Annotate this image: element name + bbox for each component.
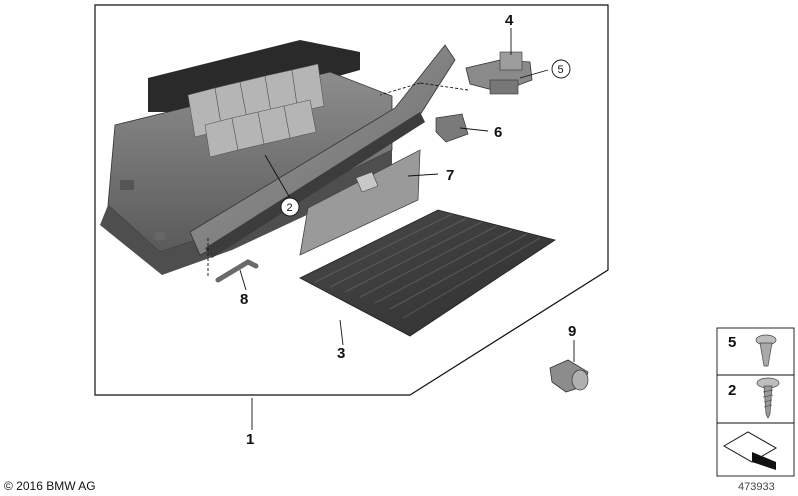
callout-8: 8	[240, 291, 248, 308]
legend-label-5: 5	[728, 334, 736, 351]
assembly-frame	[94, 4, 609, 396]
image-number: 473933	[738, 481, 775, 493]
latch-mechanism	[465, 51, 533, 95]
leader-lines	[207, 28, 575, 430]
glove-box-housing	[100, 40, 456, 275]
lock-cylinder	[549, 359, 589, 393]
callout-7: 7	[446, 167, 454, 184]
callout-2-circle	[280, 197, 300, 217]
copyright-text: © 2016 BMW AG	[4, 479, 96, 493]
callout-1: 1	[246, 431, 254, 448]
callout-5-circle	[551, 59, 571, 79]
expanding-rivet-icon	[755, 334, 777, 367]
callout-6: 6	[494, 124, 502, 141]
rubber-mat	[299, 209, 556, 337]
damper-clip	[435, 113, 469, 143]
callout-4: 4	[505, 12, 514, 29]
callout-2: 2	[287, 202, 293, 214]
bent-rod	[215, 259, 259, 283]
fastener-legend: 5 2	[716, 327, 795, 477]
arrow-symbol-icon	[723, 431, 777, 470]
legend-label-2: 2	[728, 382, 736, 399]
screw-icon	[756, 377, 780, 419]
callout-5: 5	[558, 64, 564, 76]
divider-panel	[299, 149, 421, 256]
callout-9: 9	[568, 323, 576, 340]
callout-3: 3	[337, 345, 345, 362]
